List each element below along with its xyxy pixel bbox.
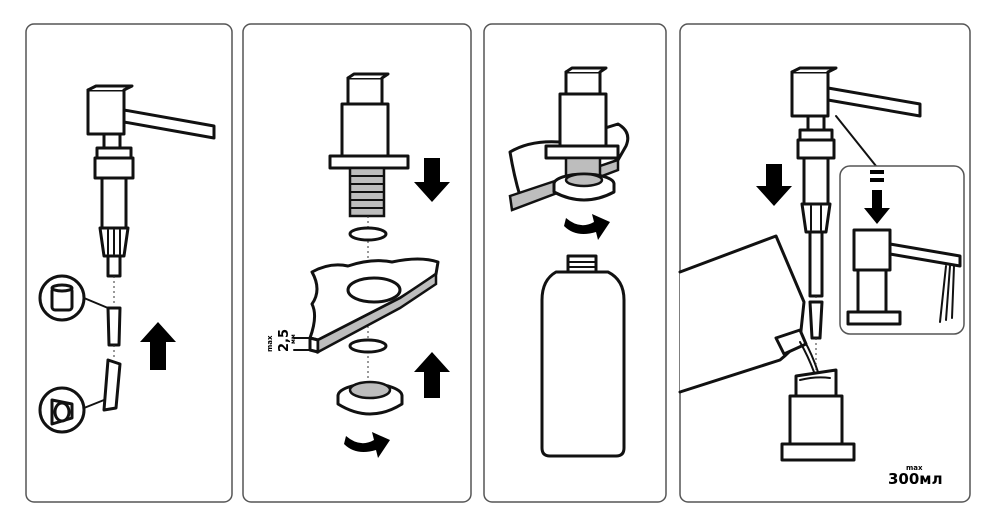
step-4-panel: max 300мл [678,23,971,503]
step-1-panel [25,23,233,503]
pump-body-2 [796,128,836,340]
dispenser-base [780,368,856,462]
press-detail-inset [839,165,965,335]
thickness-max: max [266,335,274,352]
o-ring-upper [348,226,388,242]
volume-max: max [906,464,923,472]
tube-angled-end-detail [38,386,105,434]
arrow-up-icon [140,322,176,370]
dispenser-fitting-mounted [544,66,620,202]
suction-tube [102,306,122,412]
pump-head [86,84,216,150]
rotate-arrow-icon-2 [564,214,610,240]
arrow-down-icon-2 [756,164,792,206]
step-3-panel [483,23,667,503]
thickness-value: 2,5 [277,329,292,352]
pump-head-2 [790,66,922,132]
refill-container [678,234,819,394]
o-ring-lower [348,338,388,354]
step-2-panel: max 2,5 мм [242,23,472,503]
rotate-arrow-icon [344,432,390,458]
tube-straight-end-detail [38,274,109,322]
pump-body [93,146,135,278]
dispenser-fitting [328,72,410,218]
soap-bottle [540,254,626,458]
lock-nut [336,380,404,416]
arrow-down-icon [414,158,450,202]
volume-value: 300мл [888,470,943,488]
press-arrow-icon [864,190,890,224]
thickness-label: max 2,5 мм [266,329,311,352]
volume-label: max 300мл [888,464,943,488]
thickness-unit: мм [290,334,297,344]
countertop-section [308,257,440,355]
arrow-up-icon-2 [414,352,450,398]
